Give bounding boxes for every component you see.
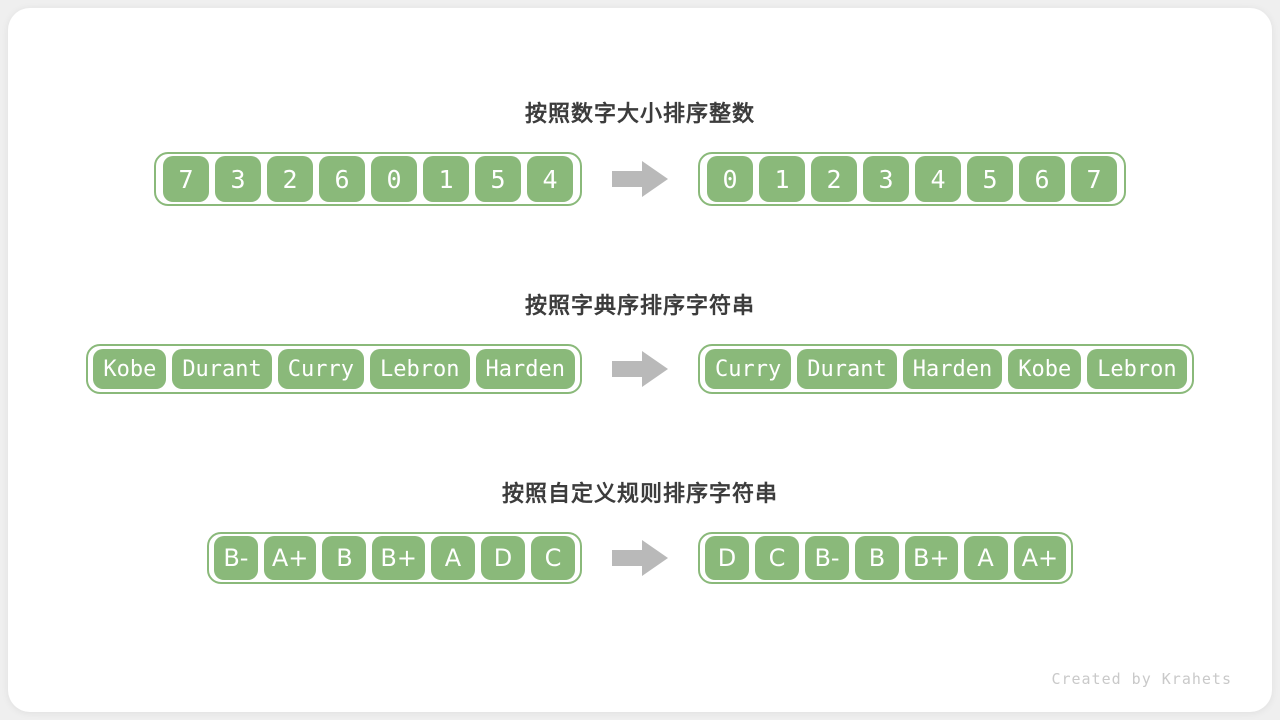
array-cell: 3 [215,156,261,202]
arrow-right-icon [612,349,668,389]
array-cell: 2 [811,156,857,202]
array-cell: Kobe [93,349,167,389]
array-cell: A [431,536,475,580]
watermark: Created by Krahets [1051,670,1232,688]
array-cell: 6 [1019,156,1065,202]
array-cell: B- [213,536,258,580]
array-cell: D [705,536,749,580]
array-cell: 1 [759,156,805,202]
array-cell: B+ [905,536,958,580]
array-cell: Curry [705,349,792,389]
array-cell: 0 [707,156,753,202]
array-cell: Harden [902,349,1003,389]
array-cell: 7 [1071,156,1117,202]
section-title: 按照自定义规则排序字符串 [501,482,778,507]
array-cell: 0 [371,156,417,202]
array-cell: C [531,536,575,580]
section-title: 按照数字大小排序整数 [524,102,755,127]
array-cell: B [855,536,899,580]
array-cell: B- [805,536,849,580]
array-cell: A+ [263,536,317,580]
array-cell: D [481,536,525,580]
array-cell: Curry [277,349,365,389]
array-cell: A [963,536,1008,580]
array-cell: B+ [372,536,425,580]
array-cell: Durant [172,349,272,389]
array-cell: Lebron [1087,349,1187,389]
section-title: 按照字典序排序字符串 [524,294,755,319]
array-cell: 4 [915,156,961,202]
arrow-right-icon [612,538,668,578]
array-cell: B [322,536,367,580]
array-cell: 1 [423,156,469,202]
array-cell: 5 [475,156,521,202]
array-cell: 2 [267,156,313,202]
arrow-right-icon [612,159,668,199]
array-cell: 7 [163,156,209,202]
array-cell: Harden [475,349,575,389]
array-cell: C [755,536,799,580]
array-cell: 3 [863,156,909,202]
array-cell: 5 [967,156,1013,202]
array-cell: Durant [797,349,897,389]
array-cell: 6 [319,156,365,202]
array-cell: Lebron [370,349,470,389]
array-cell: A+ [1013,536,1067,580]
array-cell: 4 [527,156,573,202]
array-cell: Kobe [1008,349,1082,389]
